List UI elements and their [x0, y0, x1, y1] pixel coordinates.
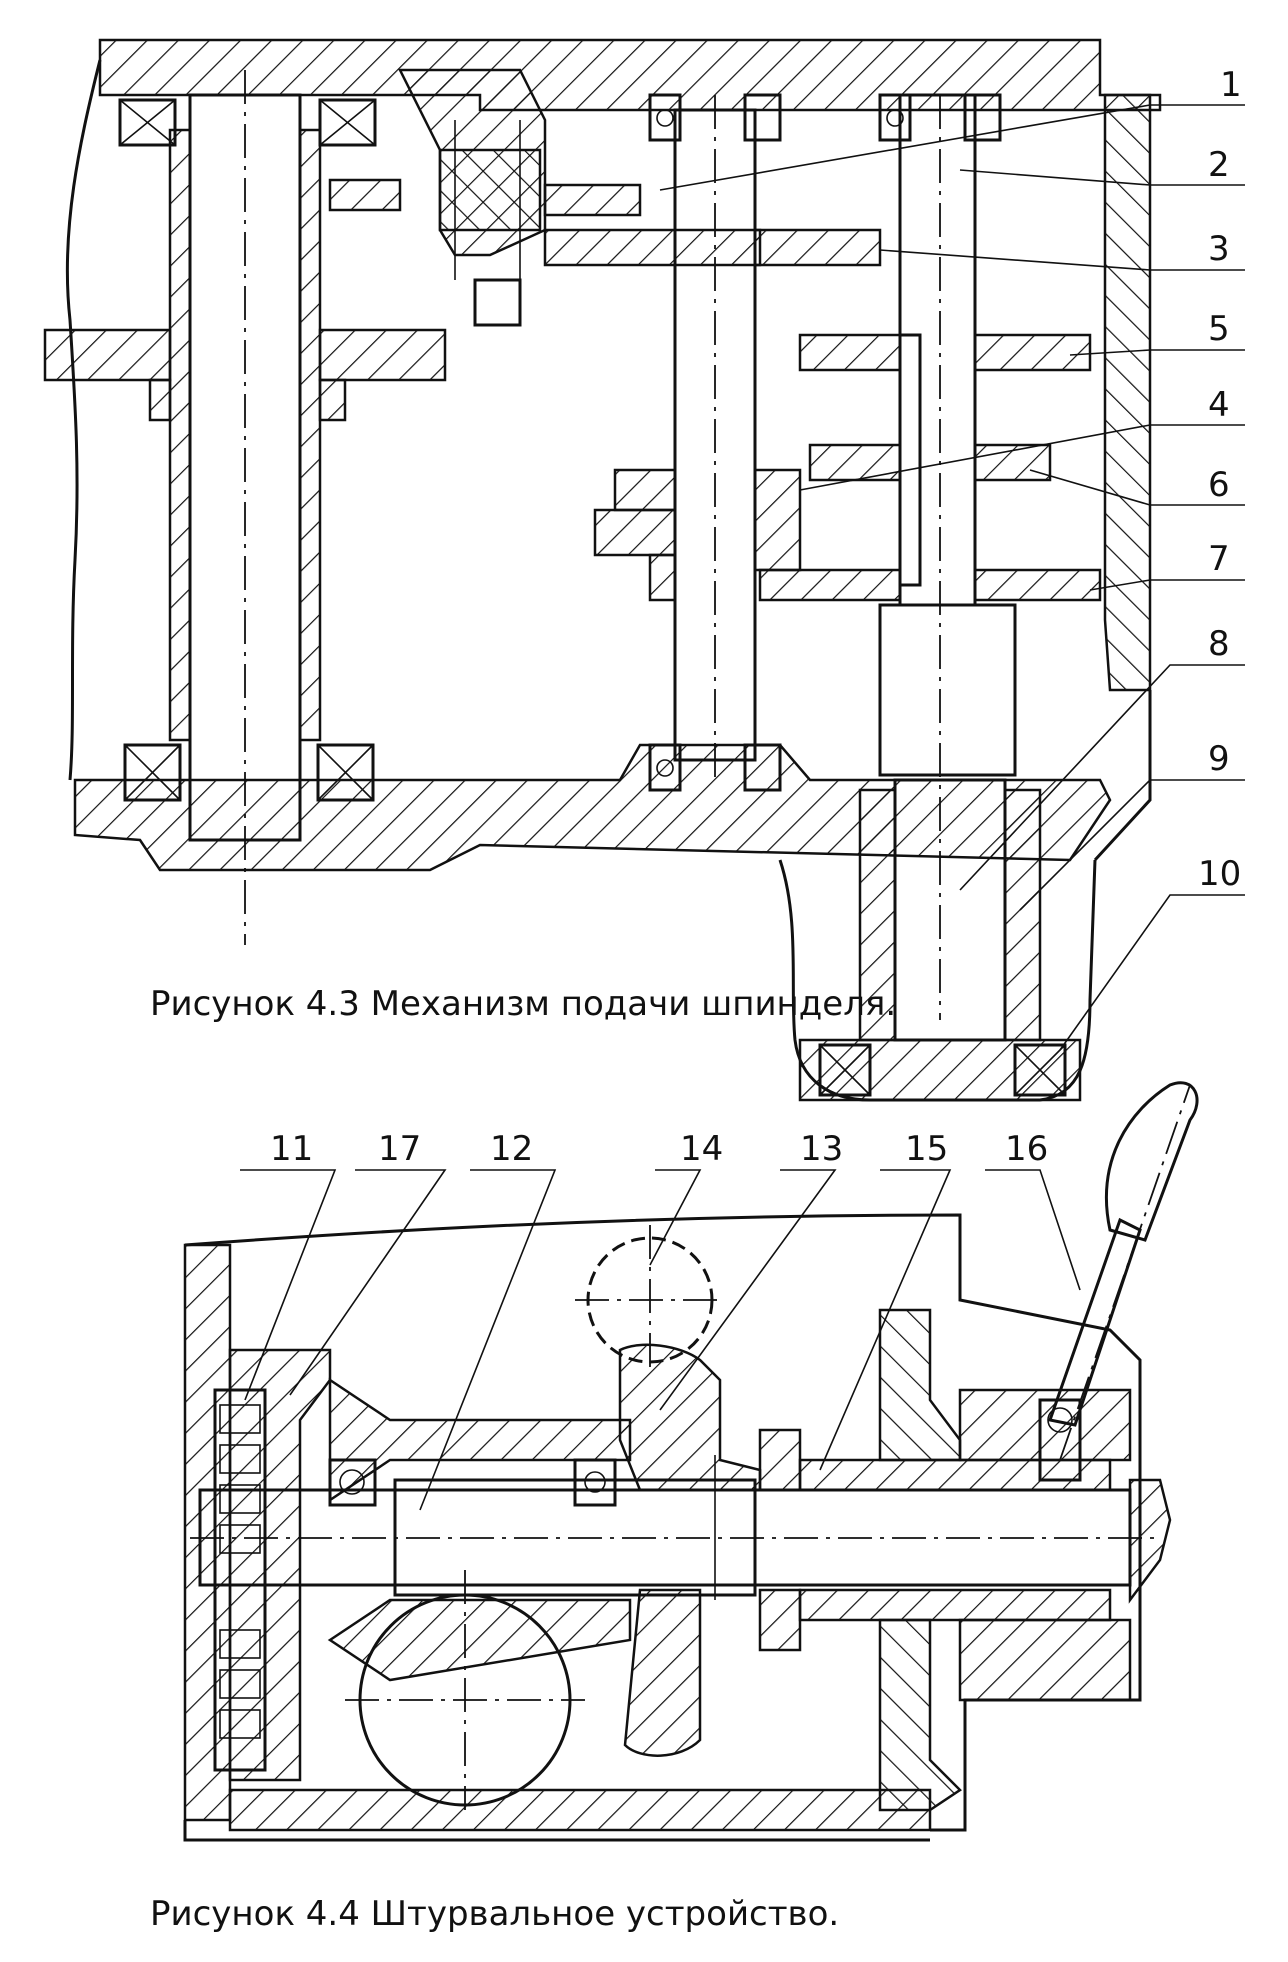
figure-1-caption: Рисунок 4.3 Механизм подачи шпинделя. — [150, 984, 896, 1024]
callout-14: 14 — [680, 1129, 723, 1169]
callout-2: 2 — [1208, 145, 1230, 185]
figure-spindle-feed-mechanism — [43, 38, 1245, 1102]
figure-1-callouts: 1 2 3 5 4 6 7 8 9 10 — [1198, 65, 1242, 894]
callout-7: 7 — [1208, 539, 1230, 579]
callout-11: 11 — [270, 1129, 313, 1169]
callout-4: 4 — [1208, 385, 1230, 425]
figure-2-caption: Рисунок 4.4 Штурвальное устройство. — [150, 1894, 839, 1934]
callout-15: 15 — [905, 1129, 948, 1169]
callout-10: 10 — [1198, 854, 1241, 894]
figure-2-callouts: 11 17 12 14 13 15 16 — [270, 1129, 1048, 1169]
callout-13: 13 — [800, 1129, 843, 1169]
callout-3: 3 — [1208, 229, 1230, 269]
callout-16: 16 — [1005, 1129, 1048, 1169]
figure-handwheel-device — [183, 1081, 1199, 1842]
callout-9: 9 — [1208, 739, 1230, 779]
handwheel-teeth — [219, 1404, 261, 1739]
callout-8: 8 — [1208, 624, 1230, 664]
callout-17: 17 — [378, 1129, 421, 1169]
callout-12: 12 — [490, 1129, 533, 1169]
callout-5: 5 — [1208, 309, 1230, 349]
callout-1: 1 — [1220, 65, 1242, 105]
callout-6: 6 — [1208, 465, 1230, 505]
